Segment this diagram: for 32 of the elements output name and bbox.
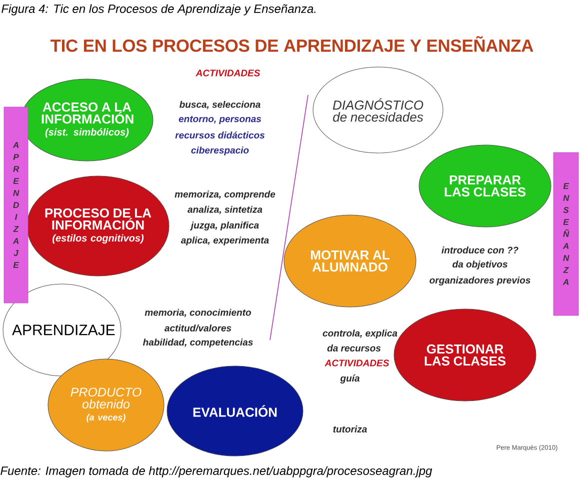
activity-text: habilidad, competencias bbox=[143, 338, 253, 348]
activity-text: memoriza, comprende bbox=[174, 190, 276, 200]
figure-caption: Figura 4: Tic en los Procesos de Aprendizaje y Enseñanza. bbox=[2, 4, 316, 16]
activity-text: ACTIVIDADES bbox=[324, 360, 390, 366]
activity-text: tutoriza bbox=[333, 426, 367, 432]
activity-text: recursos didácticos bbox=[175, 131, 265, 139]
activity-text: memoria, conocimiento bbox=[144, 308, 252, 318]
activity-text: entorno, personas bbox=[178, 116, 262, 124]
activity-text: busca, selecciona bbox=[180, 100, 260, 110]
ellipse-node: DIAGNÓSTICO de necesidades bbox=[312, 66, 444, 154]
activity-text: da objetivos bbox=[452, 260, 508, 270]
activity-text: organizadores previos bbox=[430, 276, 530, 286]
activity-text: analiza, sintetiza bbox=[188, 206, 262, 214]
activity-text: introduce con ?? bbox=[442, 246, 518, 254]
ellipse-node: PREPARAR LAS CLASES bbox=[418, 144, 552, 228]
activity-text: ciberespacio bbox=[191, 146, 249, 156]
source-note: Fuente: Imagen tomada de http://peremarques.net/uabppgra/procesoseagran.jpg bbox=[0, 466, 432, 478]
ellipse-node: EVALUACIÓN bbox=[166, 366, 304, 456]
ellipse-node: ACCESO A LA INFORMACIÓN (sist. simbólicos) bbox=[20, 78, 154, 162]
activity-text: da recursos bbox=[327, 344, 381, 352]
ellipse-node: PROCESO DE LA INFORMACIÓN (estilos cognitivos) bbox=[26, 176, 170, 276]
activity-text: juzga, planifica bbox=[190, 222, 259, 230]
activity-text: aplica, experimenta bbox=[180, 236, 269, 246]
ellipse-node: MOTIVAR AL ALUMNADO bbox=[284, 214, 416, 308]
title: TIC EN LOS PROCESOS DE APRENDIZAJE Y ENSEÑANZA bbox=[50, 36, 534, 52]
activity-text: ACTIVIDADES bbox=[196, 70, 260, 76]
activity-text: guía bbox=[340, 374, 360, 384]
vertical-band: E N S E Ñ A N Z A bbox=[553, 152, 579, 316]
ellipse-node: APRENDIZAJE bbox=[2, 284, 122, 376]
activity-text: actitud/valores bbox=[164, 324, 232, 332]
ellipse-node: PRODUCTO obtenido (a veces) bbox=[48, 358, 164, 452]
vertical-band: A P R E N D I Z A J E bbox=[4, 106, 28, 304]
